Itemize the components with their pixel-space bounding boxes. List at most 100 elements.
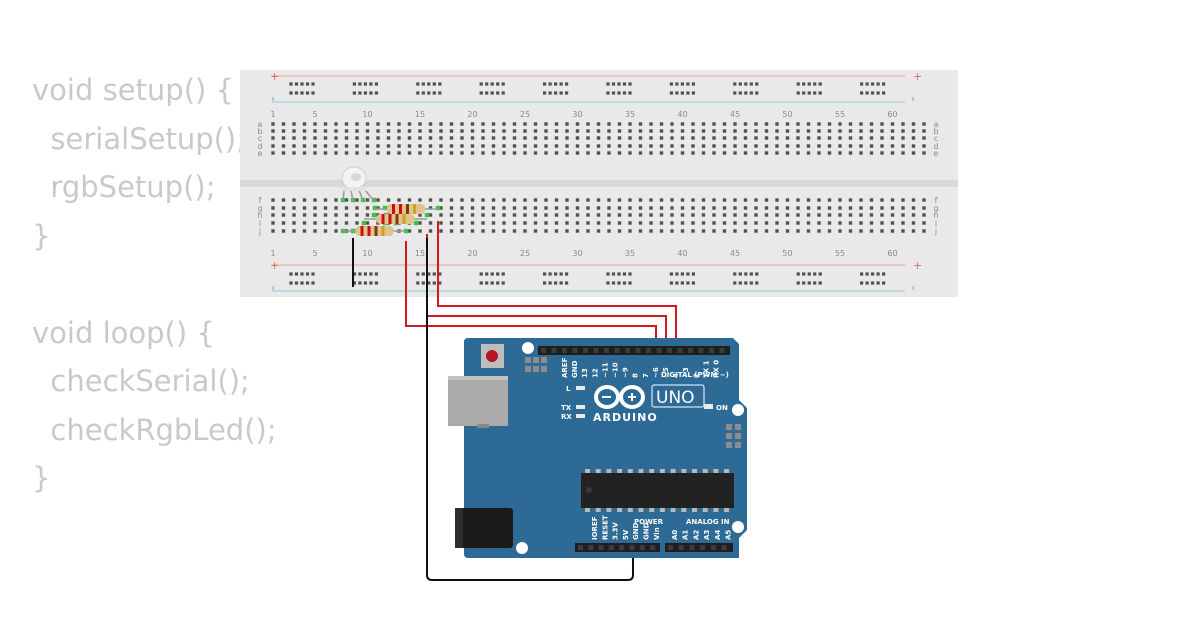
breadboard-hole <box>449 136 454 140</box>
black-wire <box>426 238 634 581</box>
breadboard-hole <box>911 213 916 217</box>
column-number: 15 <box>415 110 425 119</box>
breadboard-hole <box>806 229 811 233</box>
breadboard-hole <box>512 144 517 148</box>
breadboard-hole <box>649 221 653 225</box>
breadboard-hole <box>733 229 737 233</box>
breadboard-hole <box>775 136 779 140</box>
rail-hole <box>432 281 436 285</box>
header-pin <box>710 545 716 550</box>
breadboard-hole <box>281 221 286 225</box>
breadboard-hole <box>775 151 779 155</box>
digital-pin-label: 12 <box>591 368 599 378</box>
code-overlay: void setup() { serialSetup(); rgbSetup()… <box>32 66 277 503</box>
breadboard-hole <box>292 136 296 140</box>
digital-pin-label: ~10 <box>612 362 620 378</box>
column-number: 5 <box>312 249 317 258</box>
rail-hole <box>691 91 695 95</box>
breadboard-hole <box>302 122 307 126</box>
breadboard-hole <box>281 136 286 140</box>
breadboard-hole <box>523 198 527 202</box>
active-hole <box>413 220 419 226</box>
breadboard-hole <box>491 136 496 140</box>
breadboard-hole <box>922 144 926 148</box>
rail-hole <box>374 281 378 285</box>
breadboard-hole <box>649 151 653 155</box>
breadboard-hole <box>701 122 706 126</box>
rail-hole <box>548 91 552 95</box>
led-rx-label: RX <box>561 413 572 421</box>
breadboard-hole <box>901 151 905 155</box>
column-number: 20 <box>467 249 477 258</box>
breadboard-hole <box>743 229 748 233</box>
breadboard-hole <box>407 129 412 133</box>
rail-hole <box>617 281 621 285</box>
breadboard-hole <box>827 129 832 133</box>
breadboard-hole <box>691 122 695 126</box>
rail-hole <box>749 82 753 86</box>
mounting-hole <box>732 521 744 533</box>
rail-hole <box>374 82 378 86</box>
led-leg <box>350 189 354 202</box>
breadboard-hole <box>565 144 569 148</box>
breadboard-hole <box>344 213 349 217</box>
rail-plus-label: + <box>270 259 279 272</box>
breadboard-hole <box>911 122 916 126</box>
breadboard-hole <box>334 122 338 126</box>
column-number: 25 <box>520 110 530 119</box>
breadboard-hole <box>638 198 643 202</box>
breadboard-hole <box>460 136 464 140</box>
rail-hole <box>363 82 367 86</box>
breadboard-hole <box>586 198 590 202</box>
rail-hole <box>479 281 483 285</box>
header-pin <box>688 348 693 353</box>
breadboard-hole <box>890 151 895 155</box>
breadboard-hole <box>764 229 769 233</box>
breadboard-hole <box>344 122 349 126</box>
breadboard-hole <box>565 136 569 140</box>
rail-hole <box>289 82 293 86</box>
breadboard-hole <box>533 136 538 140</box>
breadboard-hole <box>659 122 664 126</box>
power-jack <box>455 508 513 548</box>
breadboard-hole <box>754 213 758 217</box>
breadboard-hole <box>911 206 916 210</box>
breadboard-hole <box>796 151 800 155</box>
breadboard-hole <box>670 198 674 202</box>
reset-button-cap[interactable] <box>486 350 498 362</box>
breadboard-hole <box>638 229 643 233</box>
breadboard-hole <box>449 206 454 210</box>
rail-hole <box>818 91 822 95</box>
breadboard-hole <box>575 122 580 126</box>
breadboard-hole <box>806 136 811 140</box>
breadboard-hole <box>607 206 611 210</box>
breadboard-hole <box>922 198 926 202</box>
header-pin <box>614 348 620 353</box>
resistor-band <box>374 226 378 236</box>
resistor-band <box>388 214 392 224</box>
breadboard-hole <box>439 206 443 210</box>
column-number: 50 <box>782 249 792 258</box>
rail-hole <box>865 281 869 285</box>
chip-pin <box>670 508 676 512</box>
analog-pin-label: A1 <box>682 530 690 540</box>
breadboard-hole <box>512 129 517 133</box>
breadboard-hole <box>512 221 517 225</box>
rail-hole <box>416 91 420 95</box>
breadboard-hole <box>722 229 727 233</box>
rail-hole <box>559 281 563 285</box>
breadboard-hole <box>607 136 611 140</box>
breadboard-hole <box>670 206 674 210</box>
rail-hole <box>622 91 627 95</box>
breadboard-hole <box>460 229 464 233</box>
breadboard-hole <box>313 206 317 210</box>
breadboard-hole <box>323 221 328 225</box>
resistor <box>374 204 438 214</box>
rail-hole <box>294 82 299 86</box>
column-number: 10 <box>362 249 372 258</box>
row-letter: g <box>933 204 938 213</box>
breadboard-hole <box>554 206 559 210</box>
breadboard-hole <box>575 151 580 155</box>
breadboard-hole <box>586 144 590 148</box>
